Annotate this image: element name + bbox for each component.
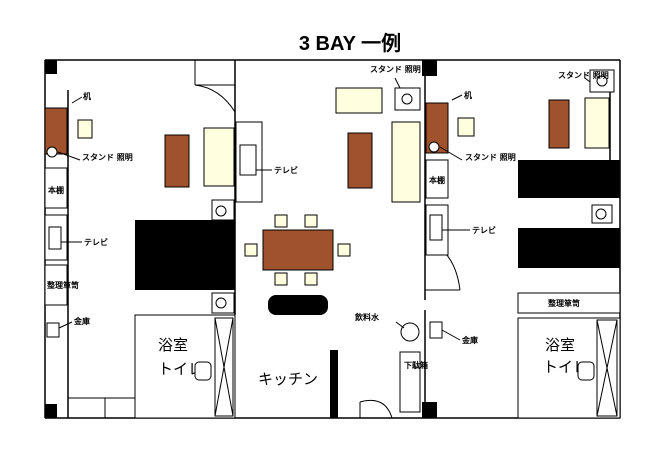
right-safe-label: 金庫 [461, 335, 478, 345]
kitchen-counter [268, 295, 328, 315]
right-bath-label: 浴室 [545, 336, 575, 354]
center-left-tv-label: テレビ [274, 165, 298, 175]
left-bay: 机 スタンド 照明 本棚 テレビ 整理箪笥 金庫 浴室 トイレ テレビ [44, 91, 298, 419]
left-stand-light [46, 146, 58, 158]
right-tv-label: テレビ [472, 225, 496, 235]
left-bookshelf-label: 本棚 [47, 185, 64, 195]
right-storage [517, 292, 621, 314]
right-stand-light [428, 141, 440, 153]
left-chair [77, 119, 93, 139]
left-desk [44, 107, 68, 155]
right-sofa [584, 97, 610, 149]
right-desk [425, 102, 449, 154]
right-tv [429, 214, 443, 241]
left-tv [48, 226, 62, 250]
right-stand-label-2: スタンド 照明 [558, 70, 609, 80]
right-safe [429, 321, 443, 339]
left-safe-label: 金庫 [73, 316, 90, 326]
left-bath-label: 浴室 [158, 336, 188, 354]
center-long-sofa [391, 121, 421, 203]
right-toilet [577, 361, 595, 381]
left-toilet [194, 361, 212, 381]
shoe-box-label: 下駄箱 [404, 360, 428, 370]
left-sofa-table [164, 134, 190, 188]
right-bed-2 [518, 228, 620, 268]
left-tv-label: テレビ [84, 237, 108, 247]
left-storage-label: 整理箪笥 [46, 280, 79, 290]
right-bay: 机 スタンド 照明 本棚 テレビ 金庫 スタンド 照明 整理箪笥 浴室 トイレ [425, 69, 621, 419]
left-sofa [203, 127, 235, 187]
right-stand-label: スタンド 照明 [465, 152, 516, 162]
right-bookshelf-label: 本棚 [428, 175, 445, 185]
left-storage [44, 264, 68, 306]
right-table [548, 99, 570, 149]
kitchen-divider [330, 350, 338, 418]
left-bookshelf [44, 167, 68, 209]
center-table [347, 132, 373, 189]
right-toilet-label: トイレ [543, 358, 588, 376]
right-desk-label: 机 [464, 90, 472, 100]
water-dispenser [400, 322, 420, 342]
water-label: 飲料水 [354, 312, 380, 322]
left-desk-label: 机 [83, 91, 91, 101]
center-sofa [335, 87, 383, 114]
left-safe [46, 322, 60, 338]
left-toilet-label: トイレ [158, 360, 203, 378]
right-chair [457, 117, 475, 137]
right-bookshelf [425, 159, 449, 199]
center-stand-label: スタンド 照明 [370, 64, 421, 74]
dining-table [262, 229, 334, 271]
right-storage-label: 整理箪笥 [547, 298, 580, 308]
kitchen-label: キッチン [258, 370, 318, 388]
center-left-tv [239, 144, 257, 176]
right-bed-1 [518, 160, 620, 198]
left-bed [135, 220, 235, 290]
central-area: キッチン 飲料水 下駄箱 スタンド 照明 [244, 64, 428, 419]
shoe-box [399, 351, 421, 413]
plan-title: 3 BAY 一例 [299, 31, 401, 55]
left-stand-label: スタンド 照明 [82, 152, 133, 162]
